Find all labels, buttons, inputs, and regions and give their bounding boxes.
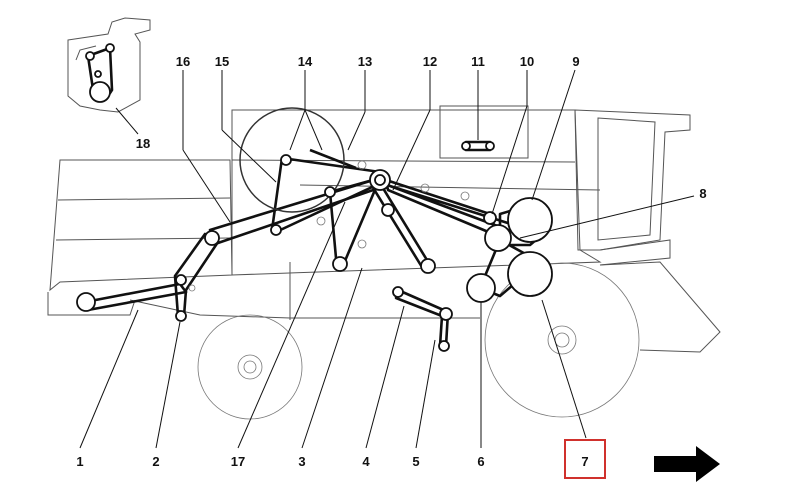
- right-arrow-icon: [654, 446, 720, 482]
- pulleys: [76, 43, 553, 352]
- callout-16: 16: [176, 54, 190, 69]
- callout-2: 2: [152, 454, 159, 469]
- callout-7-highlight: [564, 439, 606, 479]
- leader-lines: [79, 69, 695, 449]
- callout-11: 11: [471, 54, 485, 69]
- callout-5: 5: [412, 454, 419, 469]
- callout-3: 3: [298, 454, 305, 469]
- rear-wheel: [484, 262, 640, 418]
- callout-6: 6: [477, 454, 484, 469]
- callout-7: 7: [581, 454, 588, 469]
- callout-18: 18: [136, 136, 150, 151]
- callout-14: 14: [298, 54, 313, 69]
- callout-17: 17: [231, 454, 245, 469]
- callout-12: 12: [423, 54, 437, 69]
- callout-9: 9: [572, 54, 579, 69]
- front-wheel: [197, 314, 303, 420]
- callout-4: 4: [362, 454, 370, 469]
- callout-10: 10: [520, 54, 534, 69]
- callout-1: 1: [76, 454, 83, 469]
- callout-15: 15: [215, 54, 229, 69]
- callout-8: 8: [699, 186, 706, 201]
- callout-13: 13: [358, 54, 372, 69]
- callout-labels: 1 2 17 3 4 5 6 7 8 9 10 11 12 13 14 15 1…: [76, 54, 707, 479]
